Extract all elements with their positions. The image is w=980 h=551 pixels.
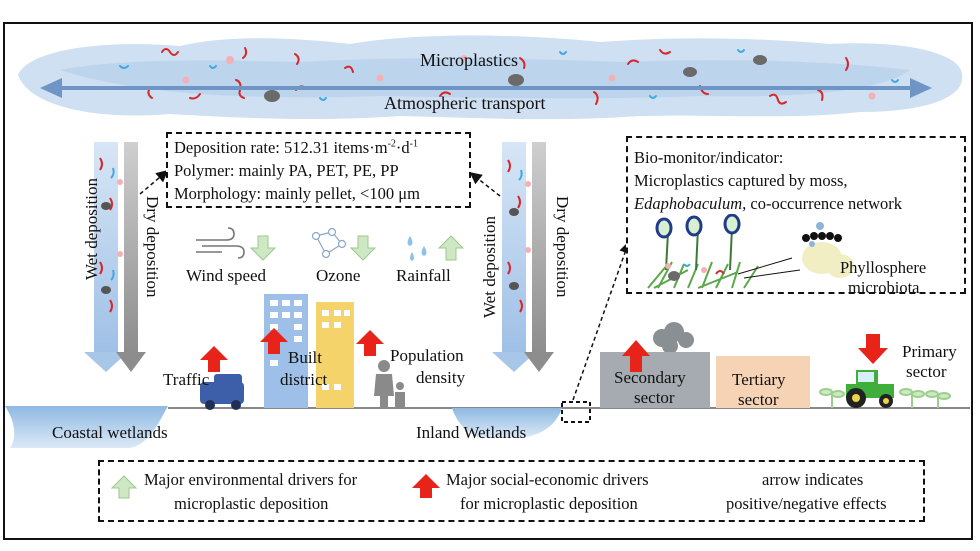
wind-down-arrow: [249, 235, 277, 261]
morphology-text: Morphology: mainly pellet, <100 μm: [174, 184, 420, 203]
legend-box: Major environmental drivers for micropla…: [98, 460, 925, 522]
right-to-info-arrow: [469, 172, 501, 197]
secondary-sector-line2: sector: [634, 388, 675, 407]
population-up-arrow: [356, 330, 384, 356]
left-wet-deposition-label: Wet deposition: [82, 177, 101, 280]
phyllosphere-label-line1: Phyllosphere: [840, 258, 927, 277]
built-label-line1: Built: [288, 348, 323, 367]
biomonitor-box: Bio-monitor/indicator: Microplastics cap…: [626, 136, 966, 297]
right-column-particles: [507, 159, 531, 313]
coastal-wetlands-label: Coastal wetlands: [52, 423, 168, 442]
left-wet-deposition-column: [84, 142, 128, 372]
secondary-sector-line1: Secondary: [614, 368, 686, 387]
legend-note-line1: arrow indicates: [762, 470, 864, 489]
atmospheric-transport-arrow: [40, 78, 932, 98]
microplastic-pellets: [182, 55, 876, 102]
right-wet-deposition-label: Wet deposition: [480, 215, 499, 318]
primary-sector-line1: Primary: [902, 342, 957, 361]
moss-sample-marker: [561, 401, 591, 423]
tertiary-sector-line2: sector: [738, 390, 779, 409]
inland-wetlands-label: Inland Wetlands: [416, 423, 527, 442]
right-dry-deposition-label: Dry deposition: [553, 196, 572, 298]
traffic-label: Traffic: [163, 370, 210, 389]
left-column-particles: [99, 157, 123, 313]
left-to-info-arrow: [139, 170, 169, 195]
tertiary-sector-block: [716, 356, 810, 408]
rainfall-icon: [407, 236, 427, 261]
secondary-sector-block: [600, 352, 710, 408]
deposition-info-box: Deposition rate: 512.31 items·m-2·d-1 Po…: [166, 132, 471, 208]
population-label-line1: Population: [390, 346, 464, 365]
coastal-water: [5, 406, 168, 448]
legend-social-line2: for microplastic deposition: [460, 494, 638, 513]
inland-water: [452, 408, 562, 438]
built-district-up-arrow: [260, 328, 288, 354]
rainfall-label: Rainfall: [396, 266, 451, 285]
built-label-line2: district: [280, 370, 328, 389]
legend-env-arrow-icon: [110, 475, 138, 499]
legend-env-line1: Major environmental drivers for: [144, 470, 358, 489]
factory-smoke-icon: [653, 322, 694, 354]
atmospheric-transport-label: Atmospheric transport: [384, 93, 546, 113]
legend-social-arrow-icon: [412, 474, 440, 498]
ozone-label: Ozone: [316, 266, 361, 285]
phyllosphere-label-line2: microbiota: [848, 278, 920, 297]
tractor-icon: [846, 370, 894, 408]
wind-speed-label: Wind speed: [186, 266, 267, 285]
population-label-line2: density: [416, 368, 466, 387]
primary-down-arrow: [858, 334, 888, 364]
secondary-up-arrow: [622, 340, 650, 372]
deposition-rate-text: Deposition rate: 512.31 items·m-2·d-1: [174, 138, 418, 157]
rainfall-up-arrow: [437, 235, 465, 261]
biomonitor-title: Bio-monitor/indicator:: [634, 148, 784, 167]
legend-env-line2: microplastic deposition: [174, 494, 329, 513]
ozone-icon: [311, 227, 347, 259]
wind-icon: [196, 227, 245, 259]
moss-illustration: [647, 214, 854, 289]
polymer-text: Polymer: mainly PA, PET, PE, PP: [174, 161, 399, 180]
ozone-down-arrow: [349, 235, 377, 261]
car-icon: [200, 374, 244, 410]
traffic-up-arrow: [200, 346, 228, 372]
legend-social-line1: Major social-economic drivers: [446, 470, 649, 489]
edaphobaculum-text: Edaphobaculum, co-occurrence network: [634, 194, 903, 213]
right-dry-deposition-column: [524, 142, 554, 372]
yellow-building-icon: [316, 302, 354, 408]
left-dry-deposition-label: Dry deposition: [143, 196, 162, 298]
figure-frame: [3, 22, 973, 540]
moss-capture-text: Microplastics captured by moss,: [634, 171, 848, 190]
microplastics-title: Microplastics: [420, 50, 518, 70]
crop-sprouts: [819, 388, 951, 408]
population-icon: [374, 360, 405, 408]
tertiary-sector-line1: Tertiary: [732, 370, 786, 389]
primary-sector-line2: sector: [906, 362, 947, 381]
left-dry-deposition-column: [116, 142, 146, 372]
legend-note-line2: positive/negative effects: [726, 494, 887, 513]
